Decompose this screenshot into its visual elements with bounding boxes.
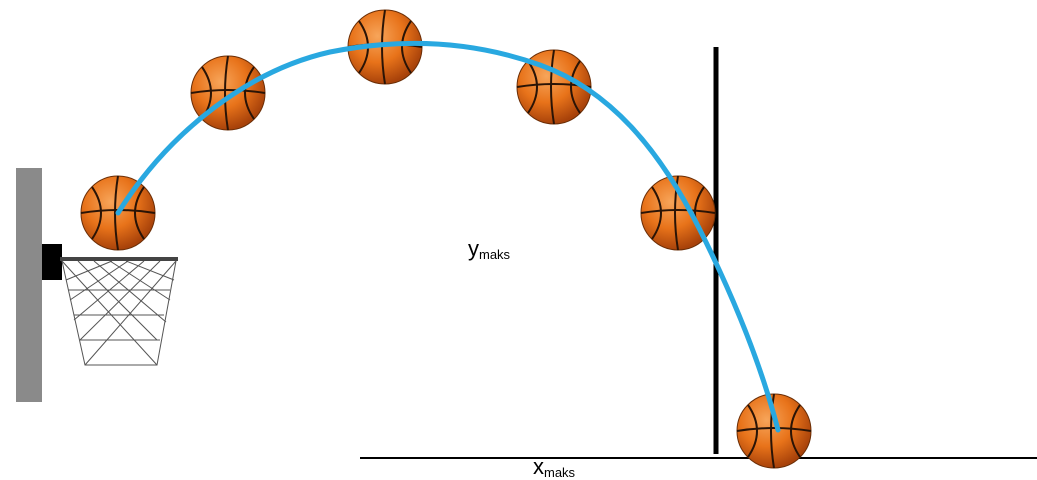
x-max-label: xmaks: [533, 454, 576, 480]
hoop-bracket: [42, 244, 62, 280]
basketball-hoop-icon: [16, 168, 178, 402]
trajectory-curve: [115, 40, 781, 433]
hoop-net: [61, 260, 177, 366]
backboard: [16, 168, 42, 402]
basketball-icon: [736, 393, 812, 469]
y-max-label: ymaks: [468, 236, 511, 262]
